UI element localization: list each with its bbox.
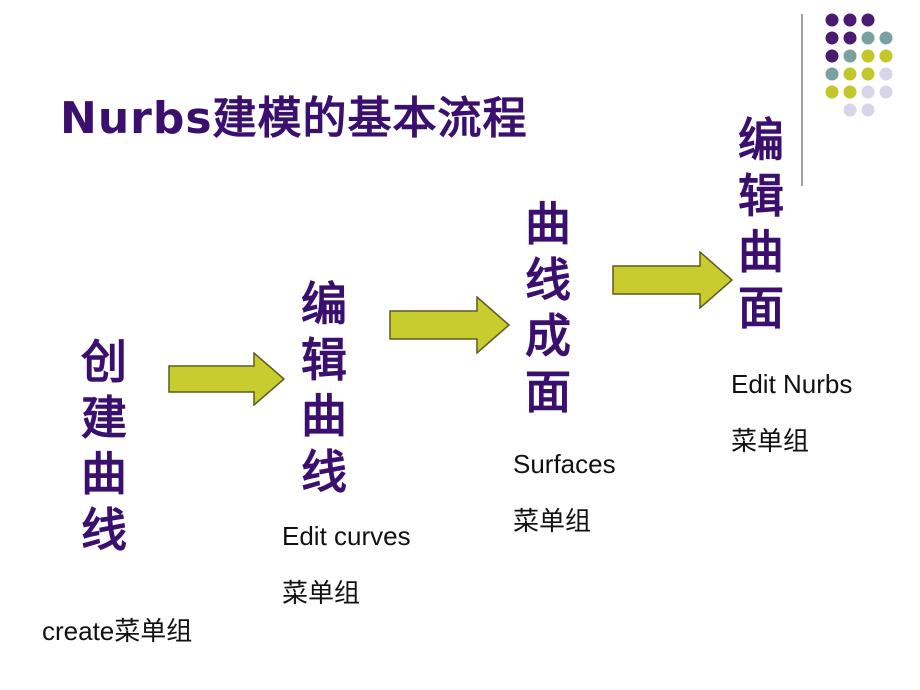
step-surfaces-menu-suffix: 菜单组 [513, 506, 592, 536]
decorative-dot [843, 13, 857, 27]
decorative-dot [861, 67, 875, 81]
decorative-dot-grid [825, 13, 893, 117]
step-create-menu-label: create菜单组 [42, 616, 193, 646]
decorative-dot [861, 49, 875, 63]
decorative-dot [879, 49, 893, 63]
decorative-dot [843, 103, 857, 117]
decorative-dot [825, 67, 839, 81]
decorative-dot [879, 85, 893, 99]
decorative-dot [843, 49, 857, 63]
step-edit-curves: 编辑曲线 [301, 277, 347, 499]
step-edit-curves-menu-suffix: 菜单组 [282, 578, 361, 608]
step-create-curves: 创建曲线 [81, 335, 127, 557]
decorative-dot [861, 31, 875, 45]
decorative-divider-line [801, 14, 803, 186]
step-edit-nurbs-menu-name: Edit Nurbs [731, 369, 853, 399]
page-title: Nurbs建模的基本流程 [60, 93, 528, 144]
step-surfaces-menu-name: Surfaces [513, 449, 616, 479]
arrow-right-icon [612, 251, 734, 309]
arrow-right-icon [389, 296, 511, 354]
decorative-dot [825, 85, 839, 99]
decorative-dot [861, 103, 875, 117]
step-edit-nurbs: 编辑曲面 [738, 113, 784, 335]
step-surfaces: 曲线成面 [525, 197, 571, 419]
step-edit-curves-menu-name: Edit curves [282, 521, 411, 551]
decorative-dot [843, 67, 857, 81]
decorative-dot [879, 67, 893, 81]
decorative-dot [825, 13, 839, 27]
arrow-right-icon [168, 352, 286, 406]
decorative-dot [825, 31, 839, 45]
decorative-dot [843, 31, 857, 45]
decorative-dot [879, 31, 893, 45]
decorative-dot [861, 85, 875, 99]
decorative-dot [825, 49, 839, 63]
decorative-dot [861, 13, 875, 27]
decorative-dot [843, 85, 857, 99]
step-edit-nurbs-menu-suffix: 菜单组 [731, 426, 810, 456]
